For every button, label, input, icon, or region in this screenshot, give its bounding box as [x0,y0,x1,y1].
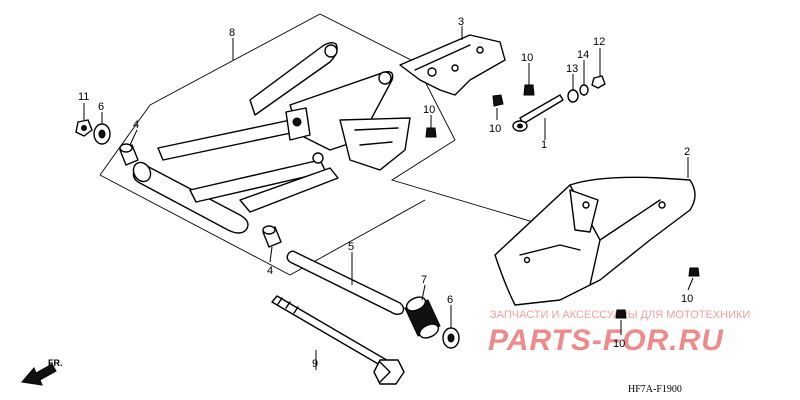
part-2-chain-case [494,176,696,306]
callout-10e: 10 [613,338,625,350]
callout-10b: 10 [489,123,501,135]
front-label: FR. [48,358,63,368]
group-outline-8-lower [99,174,291,276]
group-outline-8 [149,13,561,231]
callout-4a: 4 [133,119,139,131]
callout-leaders [83,26,694,370]
watermark-logo: PARTS-FOR.RU [488,324,724,357]
watermark: ЗАПЧАСТИ И АКСЕССУАРЫ ДЛЯ МОТОТЕХНИКИ PA… [488,309,750,357]
part-1-adjuster-bolt [512,94,564,132]
callout-10d: 10 [681,293,693,305]
diagram-code: HF7A-F1900 [628,384,682,395]
callout-10a: 10 [521,52,533,64]
callout-2: 2 [684,146,690,158]
callout-6a: 6 [98,101,104,113]
callout-10c: 10 [423,104,435,116]
part-11-nut [75,119,93,137]
front-arrow-icon [21,363,57,386]
callout-4b: 4 [267,265,273,277]
callout-14: 14 [577,49,589,61]
callout-11: 11 [78,91,89,103]
part-9-bolt [271,295,405,385]
callout-9: 9 [312,358,318,370]
swingarm-frame [132,41,411,234]
part-4-collars [119,143,282,248]
group-outline-8-left [99,104,151,176]
callout-8: 8 [229,27,235,39]
part-10-bolts [425,84,700,319]
callout-5: 5 [348,241,354,253]
part-5-shaft [286,250,405,315]
front-direction-indicator: FR. [21,358,63,386]
callout-numbers: 1 2 3 4 4 5 6 6 7 8 9 10 10 10 10 10 11 … [78,16,693,370]
part-12-13-14-hardware [567,75,606,103]
callout-13: 13 [566,63,578,75]
callout-6b: 6 [447,294,453,306]
callout-7: 7 [421,274,427,286]
part-3-bracket [399,34,506,96]
callout-1: 1 [541,139,547,151]
callout-3: 3 [458,16,464,28]
callout-12: 12 [593,36,605,48]
part-7-bushing [404,296,441,339]
